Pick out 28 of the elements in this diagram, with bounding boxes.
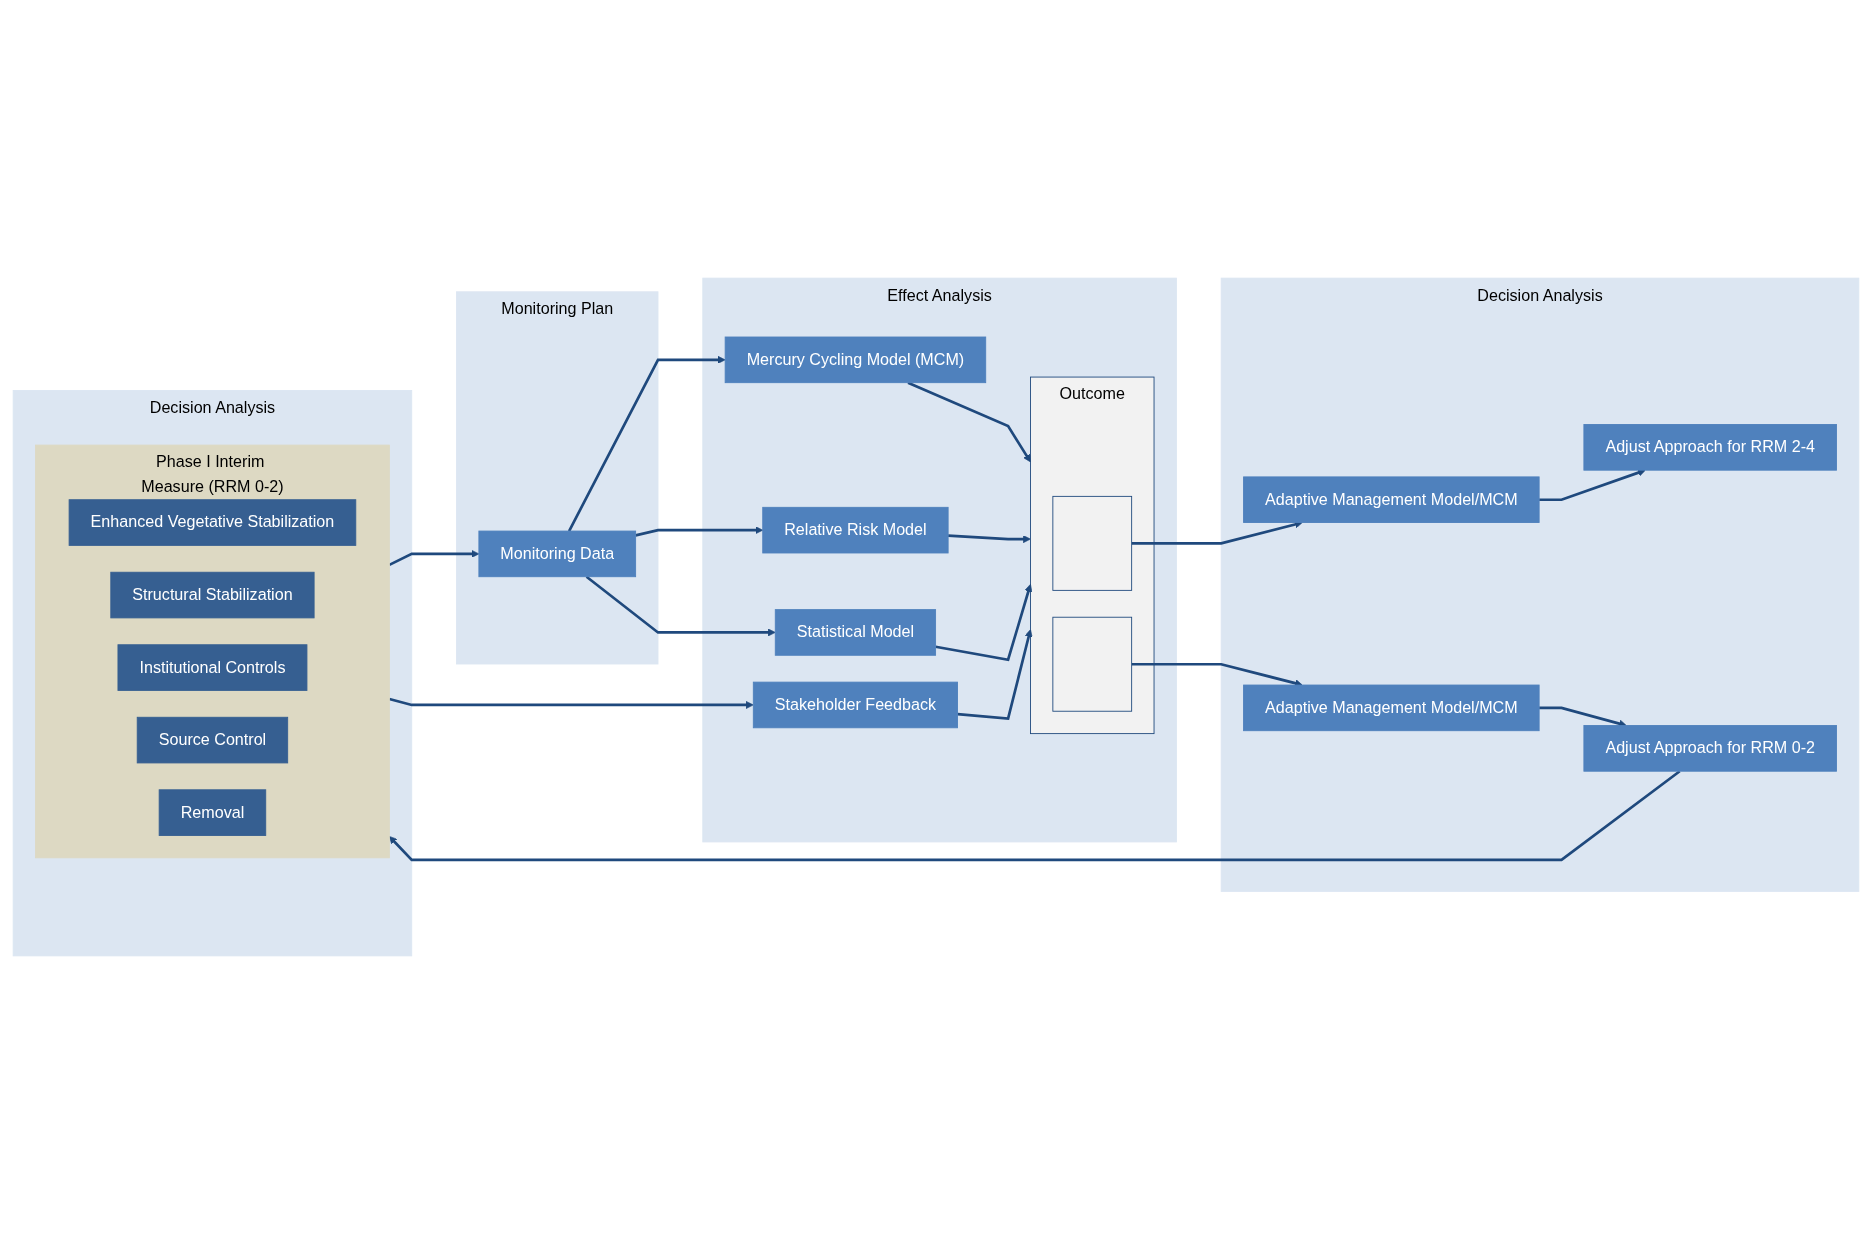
node-box: Mercury Cycling Model (MCM) — [724, 336, 987, 383]
node-box: Removal — [158, 788, 267, 836]
node-box: Source Control — [136, 716, 289, 763]
node-box: Adjust Approach for RRM 0-2 — [1583, 724, 1837, 772]
node-box: Monitoring Data — [478, 530, 637, 577]
node-box: Enhanced Vegetative Stabilization — [68, 498, 357, 546]
arrow — [635, 525, 764, 537]
node-box: Adaptive Management Model/MCM — [1243, 684, 1540, 731]
node-box: Stakeholder Feedback — [752, 681, 958, 728]
node-box: Structural Stabilization — [110, 571, 315, 618]
arrow — [567, 355, 726, 532]
node-box — [1052, 495, 1133, 591]
cluster: Outcome — [1030, 376, 1155, 734]
arrow — [388, 549, 480, 566]
arrow — [948, 533, 1031, 543]
node-box: Institutional Controls — [117, 643, 308, 691]
node-box: Adaptive Management Model/MCM — [1243, 475, 1540, 523]
arrow — [1539, 706, 1627, 727]
arrow — [935, 583, 1033, 661]
node-box: Relative Risk Model — [762, 506, 949, 553]
node-box: Adjust Approach for RRM 2-4 — [1583, 423, 1837, 471]
arrow — [389, 697, 754, 709]
node-box — [1052, 616, 1133, 712]
arrow — [389, 769, 1681, 861]
arrow — [957, 628, 1033, 720]
arrow — [1539, 468, 1646, 501]
node-box: Statistical Model — [774, 608, 937, 656]
arrow — [585, 575, 776, 636]
